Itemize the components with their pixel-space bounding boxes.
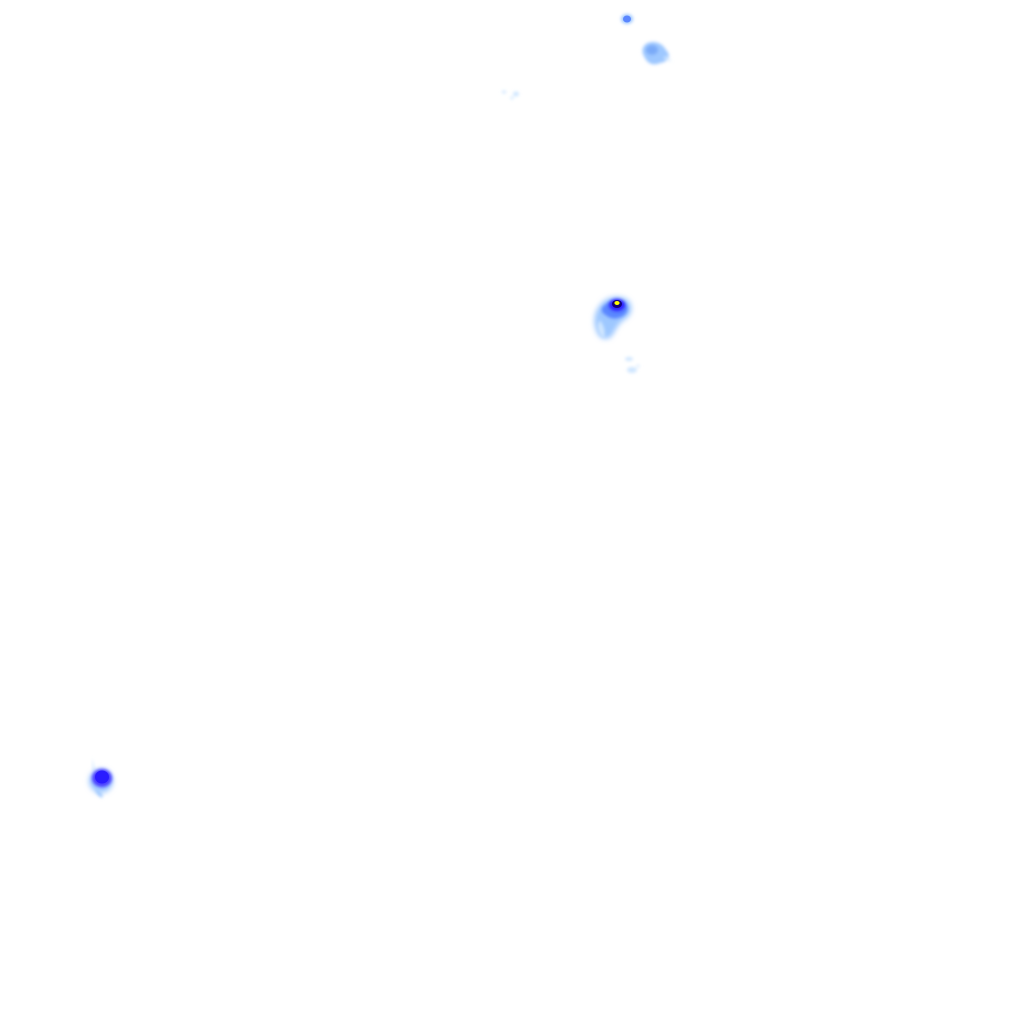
radar-echo-3	[502, 90, 519, 100]
radar-echo-4	[594, 296, 632, 339]
radar-echo-5	[625, 357, 640, 373]
radar-echo-2	[642, 42, 672, 65]
radar-echo-1	[621, 14, 633, 24]
radar-echo-6	[89, 758, 113, 798]
